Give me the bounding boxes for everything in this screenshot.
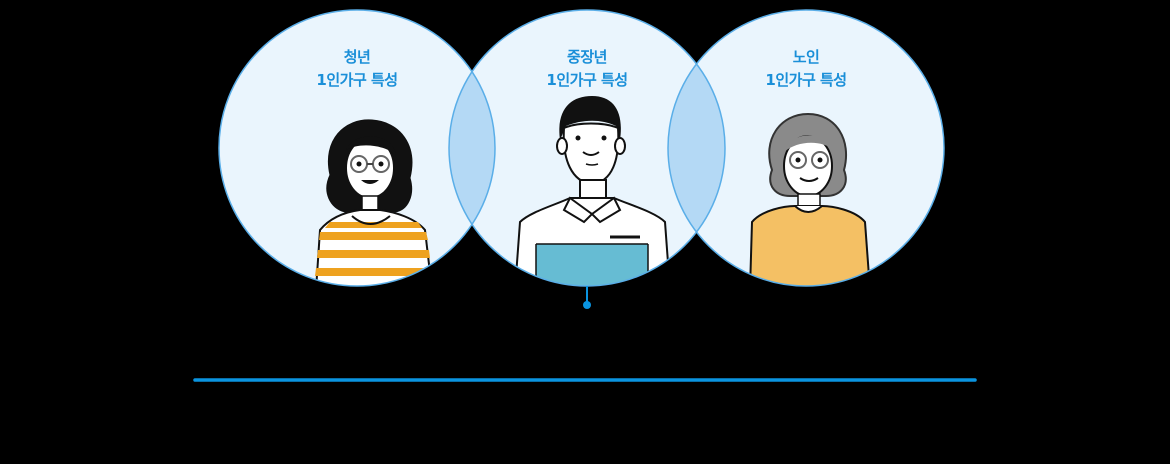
title-elderly: 노인 1인가구 특성: [706, 46, 906, 92]
elderly-woman-figure: [748, 112, 872, 286]
title-elderly-line2: 1인가구 특성: [765, 71, 847, 89]
title-youth-line2: 1인가구 특성: [316, 71, 398, 89]
title-youth-line1: 청년: [343, 48, 371, 66]
title-middle-aged: 중장년 1인가구 특성: [487, 46, 687, 92]
title-youth: 청년 1인가구 특성: [257, 46, 457, 92]
title-middle-aged-line1: 중장년: [567, 48, 607, 66]
young-woman-figure: [314, 119, 434, 286]
connector-pin: [583, 286, 591, 309]
title-elderly-line1: 노인: [792, 48, 820, 66]
title-middle-aged-line2: 1인가구 특성: [546, 71, 628, 89]
